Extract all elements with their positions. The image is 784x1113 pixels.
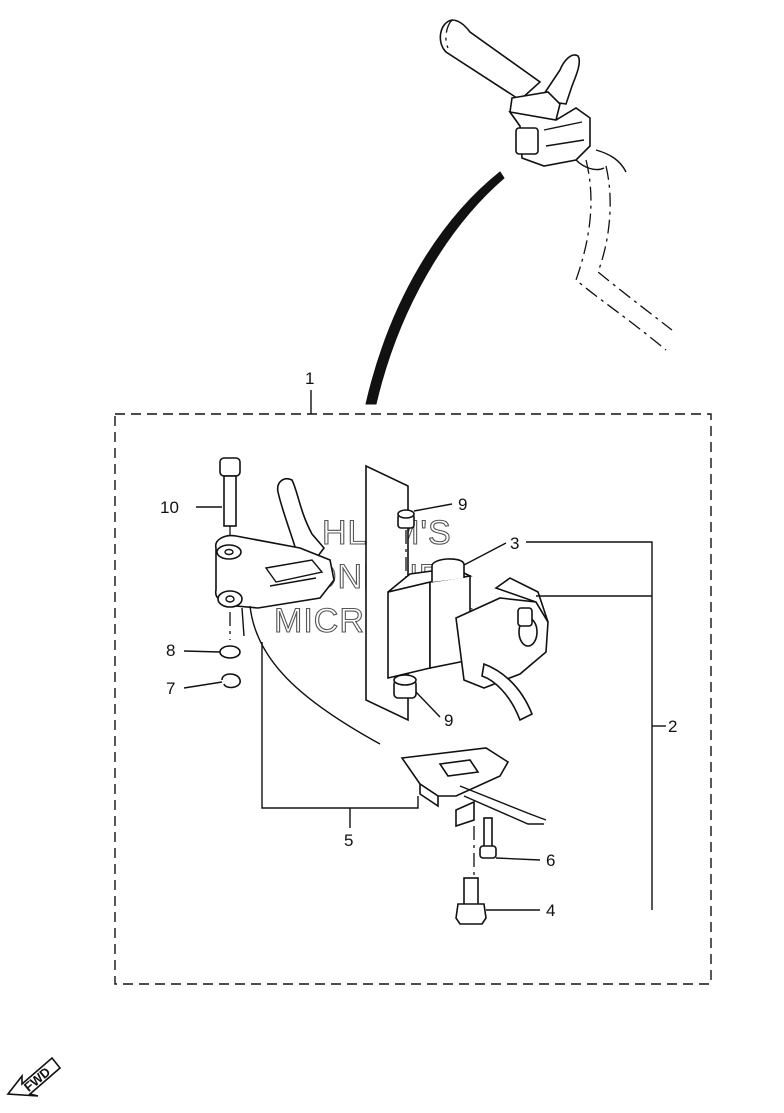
callout-10: 10 bbox=[160, 498, 179, 517]
lever-blade bbox=[276, 477, 326, 557]
callout-2: 2 bbox=[668, 717, 677, 736]
handlebar-tube bbox=[575, 159, 667, 351]
fwd-arrow-icon: FWD bbox=[6, 1056, 62, 1097]
kit-boundary-frame bbox=[114, 413, 712, 985]
callout-1: 1 bbox=[305, 369, 314, 388]
callout-6: 6 bbox=[546, 851, 555, 870]
lever-bracket bbox=[214, 477, 381, 745]
bolt-part-4 bbox=[455, 877, 487, 925]
callout-9-upper: 9 bbox=[458, 495, 467, 514]
handlebar-grip bbox=[439, 19, 542, 102]
screw-part-6 bbox=[479, 817, 497, 859]
washer-part-8 bbox=[219, 645, 241, 659]
handlebar-assembly bbox=[439, 19, 673, 351]
throttle-lever bbox=[538, 54, 581, 105]
callout-3: 3 bbox=[510, 534, 519, 553]
grommet-part-9-upper bbox=[397, 509, 415, 600]
grommet-part-9-lower bbox=[393, 674, 417, 699]
switch-body-part-3 bbox=[387, 558, 549, 722]
bolt-part-10 bbox=[219, 457, 241, 548]
callout-9-lower: 9 bbox=[444, 711, 453, 730]
clip-part-7 bbox=[221, 673, 241, 689]
thick-cable bbox=[365, 171, 505, 405]
lower-sensor bbox=[400, 747, 547, 880]
callout-8: 8 bbox=[166, 641, 175, 660]
callout-5: 5 bbox=[344, 831, 353, 850]
callout-7: 7 bbox=[166, 679, 175, 698]
callout-4: 4 bbox=[546, 901, 555, 920]
